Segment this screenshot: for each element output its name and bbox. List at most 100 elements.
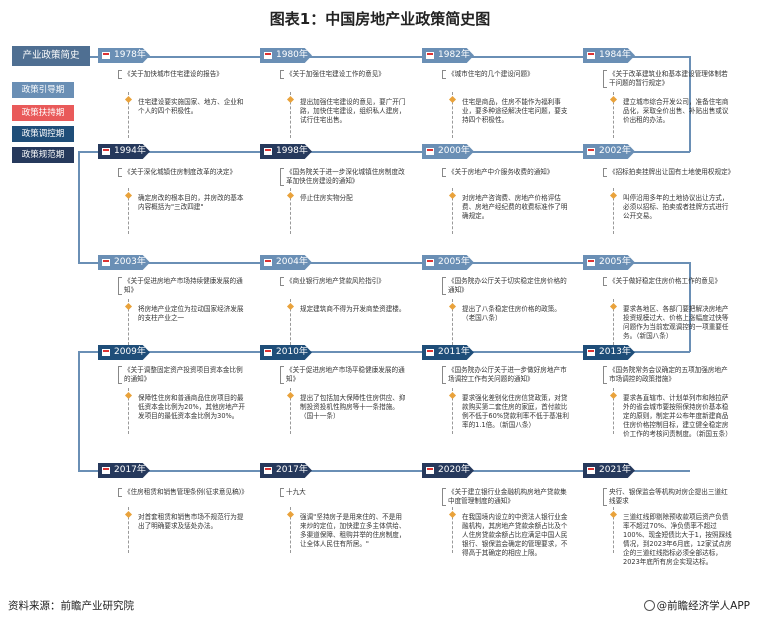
policy-text: 《商业银行房地产贷款风险指引》 (286, 277, 385, 285)
bracket-mark (442, 277, 446, 295)
policy-title-1: 《关于加强住宅建设工作的意见》 (280, 70, 410, 79)
year-label: 2013年 (599, 347, 631, 357)
policy-title-9: 《商业银行房地产贷款风险指引》 (280, 277, 410, 286)
timeline-connector-1 (689, 56, 691, 152)
diamond-marker-icon (124, 95, 133, 104)
timeline-row-3-line (78, 262, 690, 264)
year-tag-10: 2005年 (422, 255, 474, 270)
flag-icon (587, 467, 595, 474)
year-tag-11: 2005年 (583, 255, 635, 270)
diamond-marker-icon (124, 391, 133, 400)
diamond-marker-icon (609, 95, 618, 104)
diamond-marker-icon (286, 191, 295, 200)
diamond-marker-icon (448, 302, 457, 311)
policy-detail-13: 提出了包括加大保障性住房供应、抑制投资投机性购房等十一条措施。（国十一条） (300, 394, 406, 420)
diamond-marker-icon (448, 95, 457, 104)
policy-detail-4: 确定房改的根本目的，并房改的基本内容概括为"三改四建" (138, 194, 244, 211)
policy-detail-12: 保障性住房和普通商品住房项目的最低资本金比例为20%，其他房地产开发项目的最低资… (138, 394, 245, 420)
policy-detail-15: 要求各直辖市、计划单列市和除拉萨外的省会城市要按照保持房价基本稳定的原则，制定并… (623, 394, 732, 438)
year-label: 1998年 (276, 146, 308, 156)
flag-icon (102, 259, 110, 266)
bracket-mark (442, 366, 446, 384)
year-tag-16: 2017年 (98, 463, 150, 478)
flag-icon (102, 148, 110, 155)
policy-text: 《关于深化城镇住房制度改革的决定》 (124, 168, 237, 176)
flag-icon (264, 467, 272, 474)
year-label: 2005年 (599, 257, 631, 267)
diamond-marker-icon (286, 302, 295, 311)
legend-item-standardization: 政策规范期 (12, 147, 74, 163)
policy-detail-1: 提出加强住宅建设的意见，要广开门路，加快住宅建设，组织私人建房，试行住宅出售。 (300, 98, 406, 124)
year-tag-19: 2021年 (583, 463, 635, 478)
year-tag-18: 2020年 (422, 463, 474, 478)
policy-title-13: 《关于促进房地产市场平稳健康发展的通知》 (280, 366, 410, 384)
flag-icon (102, 467, 110, 474)
flag-icon (264, 52, 272, 59)
bracket-mark (280, 70, 284, 79)
dashed-connector (128, 188, 129, 234)
bracket-mark (280, 168, 284, 186)
bracket-mark (118, 277, 122, 295)
bracket-mark (118, 488, 122, 497)
diamond-marker-icon (609, 510, 618, 519)
diamond-marker-icon (124, 302, 133, 311)
flag-icon (587, 52, 595, 59)
footer-brand-text: @前瞻经济学人APP (656, 600, 750, 612)
year-label: 2004年 (276, 257, 308, 267)
flag-icon (426, 52, 434, 59)
year-tag-9: 2004年 (260, 255, 312, 270)
diamond-marker-icon (609, 391, 618, 400)
year-label: 2011年 (438, 347, 470, 357)
policy-detail-18: 在我国境内设立的中资法人银行业金融机构，其房地产贷款余额占比及个人住房贷款余额占… (462, 513, 568, 557)
flag-icon (587, 148, 595, 155)
bracket-mark (280, 277, 284, 286)
year-tag-6: 2000年 (422, 144, 474, 159)
flag-icon (426, 259, 434, 266)
year-label: 1994年 (114, 146, 146, 156)
policy-text: 《关于做好稳定住房价格工作的意见》 (609, 277, 722, 285)
policy-text: 《关于调整固定资产投资项目资本金比例的通知》 (124, 366, 243, 383)
brand-logo-icon (643, 600, 655, 611)
year-label: 2000年 (438, 146, 470, 156)
dashed-connector (128, 388, 129, 434)
dashed-connector (613, 388, 614, 434)
dashed-connector (128, 507, 129, 553)
year-tag-1: 1980年 (260, 48, 312, 63)
flag-icon (264, 259, 272, 266)
diamond-marker-icon (448, 391, 457, 400)
policy-text: 《关于建立银行业金融机构房地产贷款集中度管理制度的通知》 (448, 488, 567, 505)
flag-icon (264, 349, 272, 356)
bracket-mark (118, 366, 122, 384)
policy-text: 《国务院办公厅关于进一步做好房地产市场调控工作有关问题的通知》 (448, 366, 567, 383)
diamond-marker-icon (609, 191, 618, 200)
policy-text: 《国务院关于进一步深化城镇住房制度改革加快住房建设的通知》 (286, 168, 405, 185)
diamond-marker-icon (286, 391, 295, 400)
policy-detail-14: 要求强化差别化住房信贷政策，对贷款购买第二套住房的家庭，首付款比例不低于60%贷… (462, 394, 569, 429)
flag-icon (264, 148, 272, 155)
dashed-connector (452, 92, 453, 138)
policy-text: 《招标拍卖挂牌出让国有土地使用权规定》 (609, 168, 735, 176)
policy-text: 《关于促进房地产市场持续健康发展的通知》 (124, 277, 243, 294)
year-label: 2009年 (114, 347, 146, 357)
policy-text: 央行、银保监会等机构对房企提出三道红线要求 (609, 488, 728, 505)
policy-title-8: 《关于促进房地产市场持续健康发展的通知》 (118, 277, 248, 295)
policy-text: 《国务院办公厅关于切实稳定住房价格的通知》 (448, 277, 567, 294)
policy-title-18: 《关于建立银行业金融机构房地产贷款集中度管理制度的通知》 (442, 488, 572, 506)
policy-text: 十九大 (286, 488, 306, 496)
year-label: 1982年 (438, 50, 470, 60)
policy-title-4: 《关于深化城镇住房制度改革的决定》 (118, 168, 248, 177)
timeline-row-5-line (78, 470, 690, 472)
year-tag-8: 2003年 (98, 255, 150, 270)
bracket-mark (603, 277, 607, 286)
bracket-mark (603, 168, 607, 177)
footer-brand: @前瞻经济学人APP (643, 598, 750, 613)
policy-detail-10: 提出了八条稳定住房价格的政策。（老国八条） (462, 305, 561, 322)
bracket-mark (442, 70, 446, 79)
year-tag-4: 1994年 (98, 144, 150, 159)
policy-title-6: 《关于房地产中介服务收费的通知》 (442, 168, 572, 177)
policy-title-10: 《国务院办公厅关于切实稳定住房价格的通知》 (442, 277, 572, 295)
dashed-connector (452, 299, 453, 345)
year-label: 2021年 (599, 465, 631, 475)
year-tag-5: 1998年 (260, 144, 312, 159)
year-label: 1984年 (599, 50, 631, 60)
